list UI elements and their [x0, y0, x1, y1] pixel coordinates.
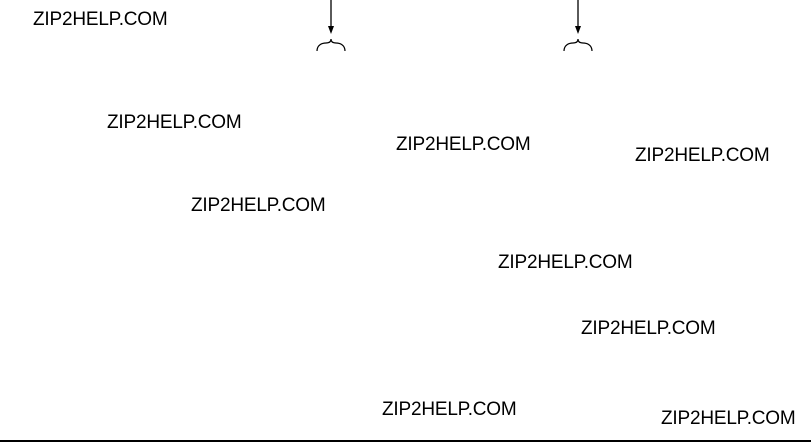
watermark-text: ZIP2HELP.COM: [581, 318, 716, 339]
watermark-text: ZIP2HELP.COM: [635, 145, 770, 166]
arrow-left: [328, 0, 334, 34]
arrow-left-head: [328, 26, 334, 34]
watermark-text: ZIP2HELP.COM: [382, 399, 517, 420]
watermark-text: ZIP2HELP.COM: [191, 195, 326, 216]
watermark-text: ZIP2HELP.COM: [396, 134, 531, 155]
arrow-right-head: [575, 26, 581, 34]
watermark-text: ZIP2HELP.COM: [498, 252, 633, 273]
watermark-text: ZIP2HELP.COM: [661, 408, 796, 429]
arrow-right: [575, 0, 581, 34]
watermark-text: ZIP2HELP.COM: [107, 112, 242, 133]
brace-left: [316, 38, 346, 52]
brace-right: [563, 38, 593, 52]
watermark-text: ZIP2HELP.COM: [33, 9, 168, 30]
